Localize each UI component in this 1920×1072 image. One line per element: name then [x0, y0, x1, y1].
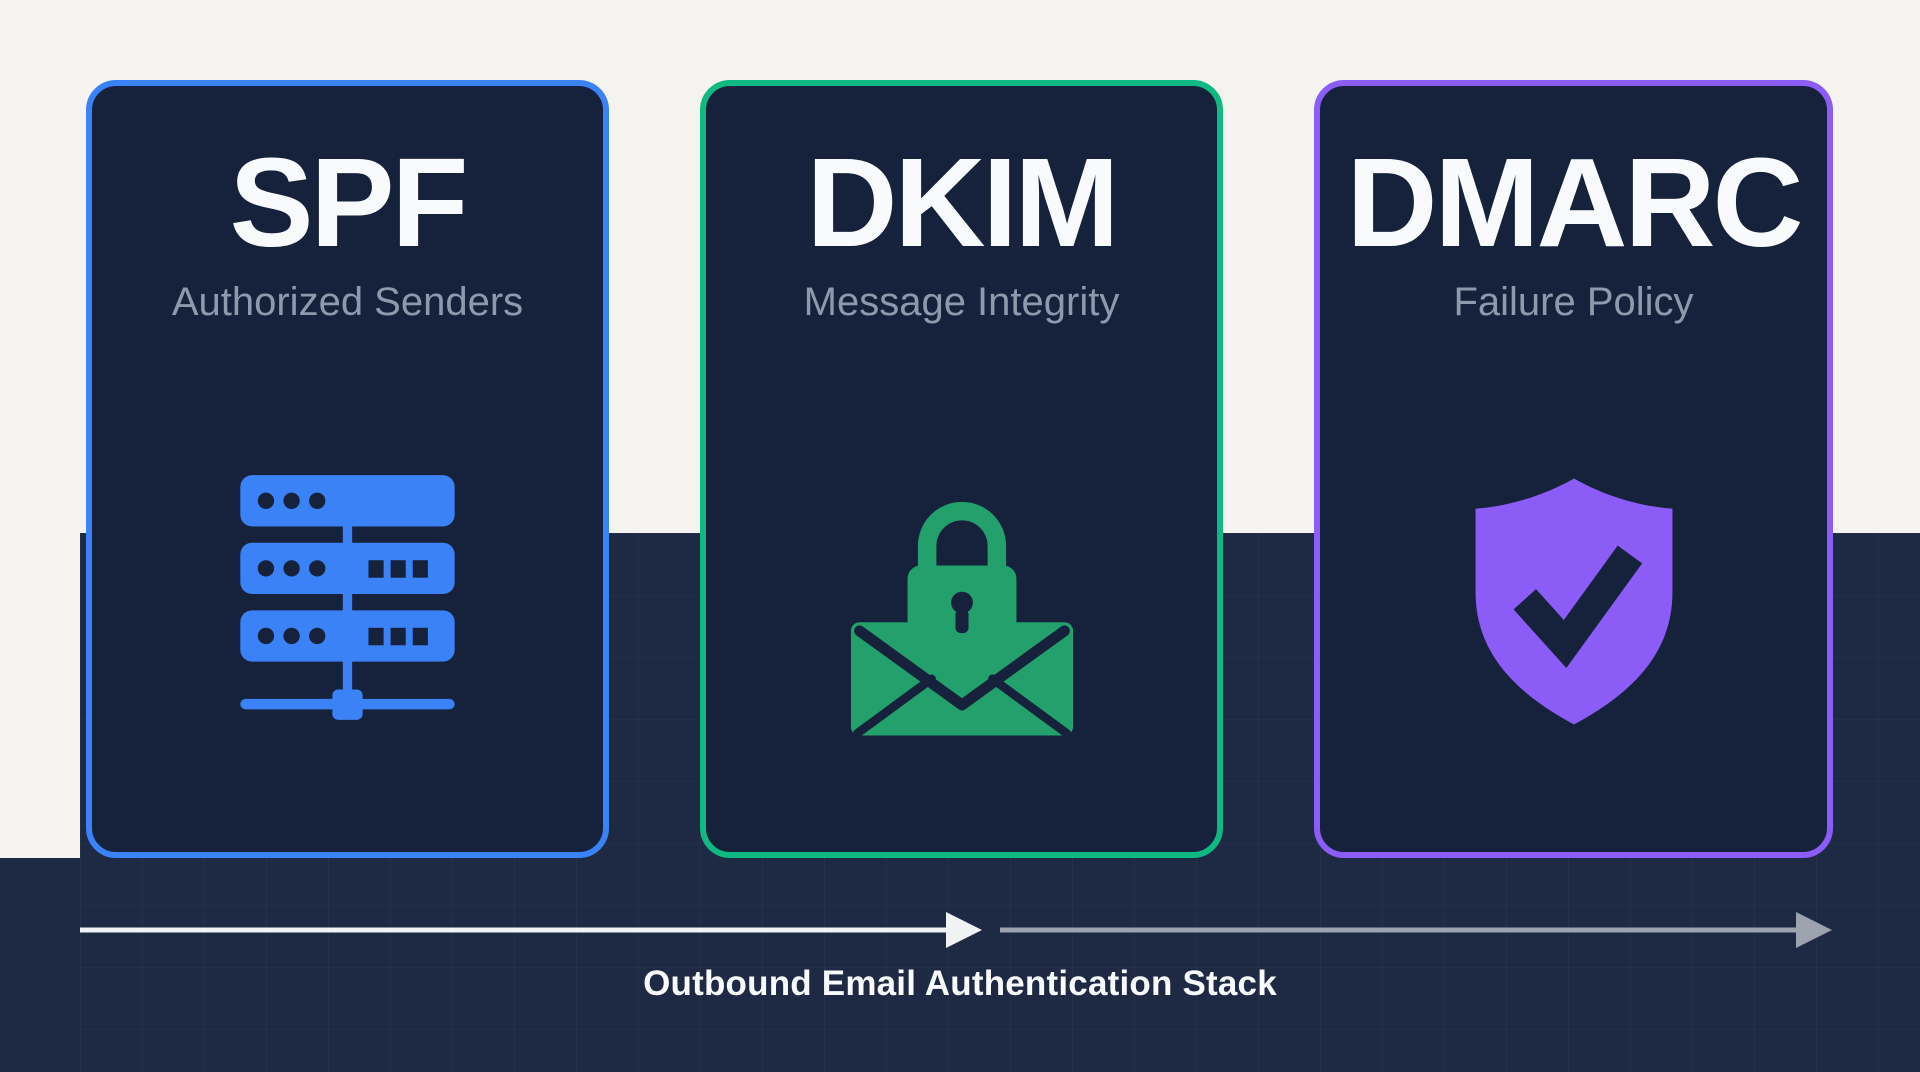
dark-band-left-extension [0, 858, 80, 1072]
shield-check-icon [1320, 451, 1827, 751]
card-dmarc: DMARC Failure Policy [1314, 80, 1833, 858]
dmarc-subtitle: Failure Policy [1453, 280, 1694, 324]
card-dkim: DKIM Message Integrity [700, 80, 1223, 858]
server-rack-icon [92, 451, 603, 751]
continuation-arrow [1000, 912, 1832, 948]
dmarc-title: DMARC [1346, 132, 1804, 273]
dkim-title: DKIM [806, 132, 1120, 273]
spf-subtitle: Authorized Senders [171, 280, 524, 324]
spf-title: SPF [229, 132, 468, 273]
locked-envelope-icon [706, 451, 1217, 751]
flow-arrows [80, 912, 1832, 948]
card-spf: SPF Authorized Senders [86, 80, 609, 858]
flow-caption: Outbound Email Authentication Stack [643, 964, 1277, 1003]
outbound-arrow [80, 912, 982, 948]
dkim-subtitle: Message Integrity [803, 280, 1120, 324]
